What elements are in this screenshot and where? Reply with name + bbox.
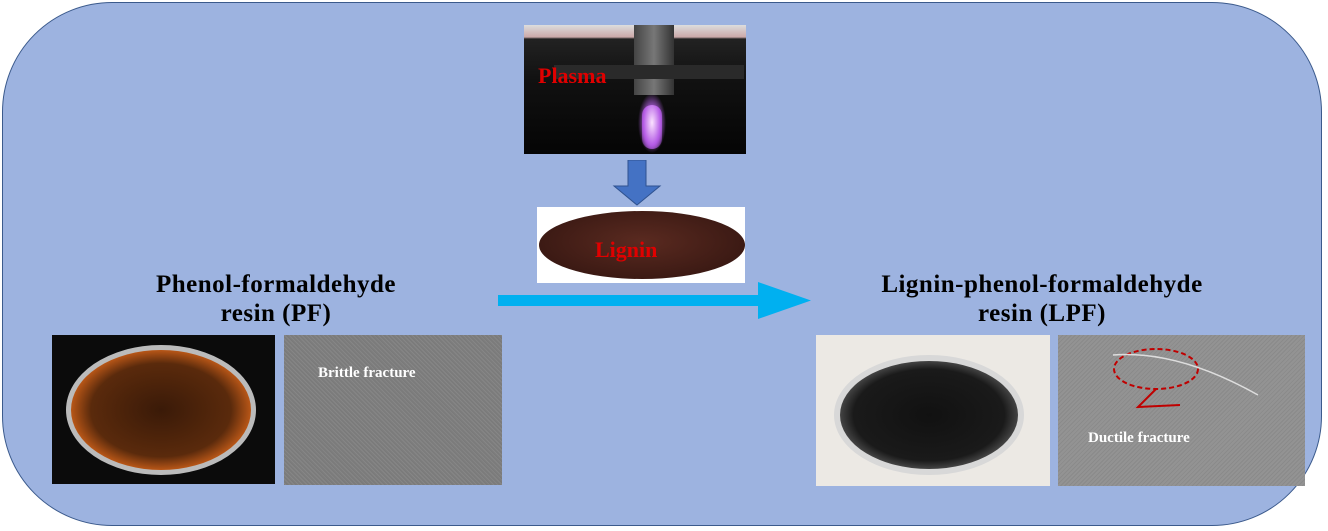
lpf-title: Lignin-phenol-formaldehyde resin (LPF) [812, 270, 1272, 328]
pf-beaker-photo [52, 335, 275, 484]
fracture-highlight-annotation [1112, 348, 1259, 409]
lpf-beaker-photo [816, 335, 1050, 486]
pf-title-line2: resin (PF) [220, 300, 332, 327]
lignin-label: Lignin [595, 237, 658, 262]
pf-title-line1: Phenol-formaldehyde [155, 271, 397, 298]
plasma-photo: Plasma [524, 25, 746, 154]
pf-sem-image: Brittle fracture [284, 335, 502, 485]
pf-title: Phenol-formaldehyde resin (PF) [76, 270, 476, 328]
lignin-photo: Lignin [537, 207, 745, 283]
lpf-title-line1: Lignin-phenol-formaldehyde [881, 271, 1203, 298]
ductile-fracture-label: Ductile fracture [1088, 430, 1190, 446]
plasma-label: Plasma [538, 63, 607, 88]
brittle-fracture-label: Brittle fracture [318, 365, 416, 381]
lpf-title-line2: resin (LPF) [978, 300, 1106, 327]
main-arrow-icon [498, 282, 811, 319]
down-arrow-icon [612, 160, 662, 206]
lpf-sem-image: Ductile fracture [1058, 335, 1305, 486]
